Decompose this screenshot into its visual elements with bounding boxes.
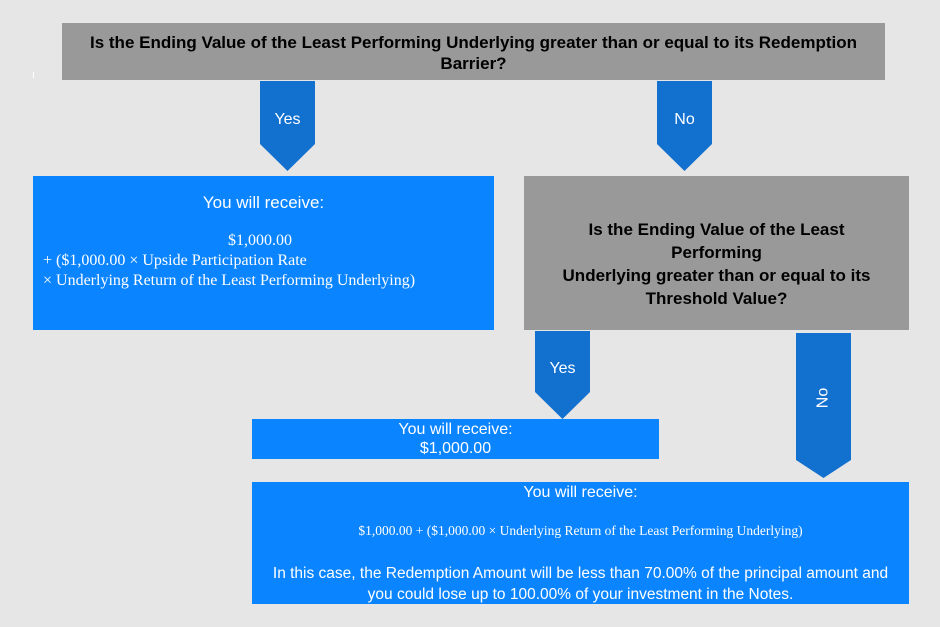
arrow-no-2-label: No bbox=[814, 387, 832, 409]
result-1-formula: $1,000.00 + ($1,000.00 × Upside Particip… bbox=[43, 231, 415, 291]
question-threshold-value: Is the Ending Value of the Least Perform… bbox=[524, 176, 909, 330]
arrow-yes-1-label: Yes bbox=[274, 111, 301, 128]
question-1-line-1: Is the Ending Value of the Least Perform… bbox=[90, 33, 857, 52]
result-3-title: You will receive: bbox=[523, 484, 638, 501]
arrow-no-2-shape bbox=[796, 333, 851, 478]
arrow-no-2: No bbox=[796, 333, 851, 478]
result-box-below-threshold: You will receive: $1,000.00 + ($1,000.00… bbox=[252, 482, 909, 604]
result-2-value: $1,000.00 bbox=[419, 440, 492, 457]
result-3-note-line-1: In this case, the Redemption Amount will… bbox=[272, 565, 889, 582]
result-2-title: You will receive: bbox=[398, 421, 513, 438]
result-1-formula-line-3: × Underlying Return of the Least Perform… bbox=[43, 272, 416, 289]
result-box-above-barrier: You will receive: $1,000.00 + ($1,000.00… bbox=[33, 176, 494, 330]
edge-marker bbox=[33, 72, 34, 78]
arrow-yes-1: Yes bbox=[260, 81, 315, 171]
arrow-yes-2-shape bbox=[535, 331, 590, 419]
result-box-principal-returned: You will receive: $1,000.00 bbox=[252, 419, 659, 459]
result-3-note-line-2: you could lose up to 100.00% of your inv… bbox=[367, 586, 794, 603]
arrow-yes-2: Yes bbox=[535, 331, 590, 419]
question-1-line-2: Barrier? bbox=[440, 54, 507, 73]
arrow-no-1: No bbox=[657, 81, 712, 171]
question-2-line-1: Is the Ending Value of the Least Perform… bbox=[588, 220, 845, 262]
result-3-formula: $1,000.00 + ($1,000.00 × Underlying Retu… bbox=[358, 523, 803, 538]
arrow-no-1-label: No bbox=[674, 111, 695, 128]
arrow-no-1-shape bbox=[657, 81, 712, 171]
question-2-line-2: Underlying greater than or equal to its bbox=[562, 266, 871, 285]
result-1-formula-line-1: $1,000.00 bbox=[228, 232, 292, 249]
arrow-yes-2-label: Yes bbox=[549, 360, 576, 377]
result-1-title: You will receive: bbox=[202, 193, 325, 212]
question-redemption-barrier: Is the Ending Value of the Least Perform… bbox=[62, 23, 885, 80]
arrow-yes-1-shape bbox=[260, 81, 315, 171]
question-2-line-3: Threshold Value? bbox=[645, 289, 788, 308]
result-1-formula-line-2: + ($1,000.00 × Upside Participation Rate bbox=[43, 252, 307, 269]
result-3-note: In this case, the Redemption Amount will… bbox=[252, 563, 909, 605]
